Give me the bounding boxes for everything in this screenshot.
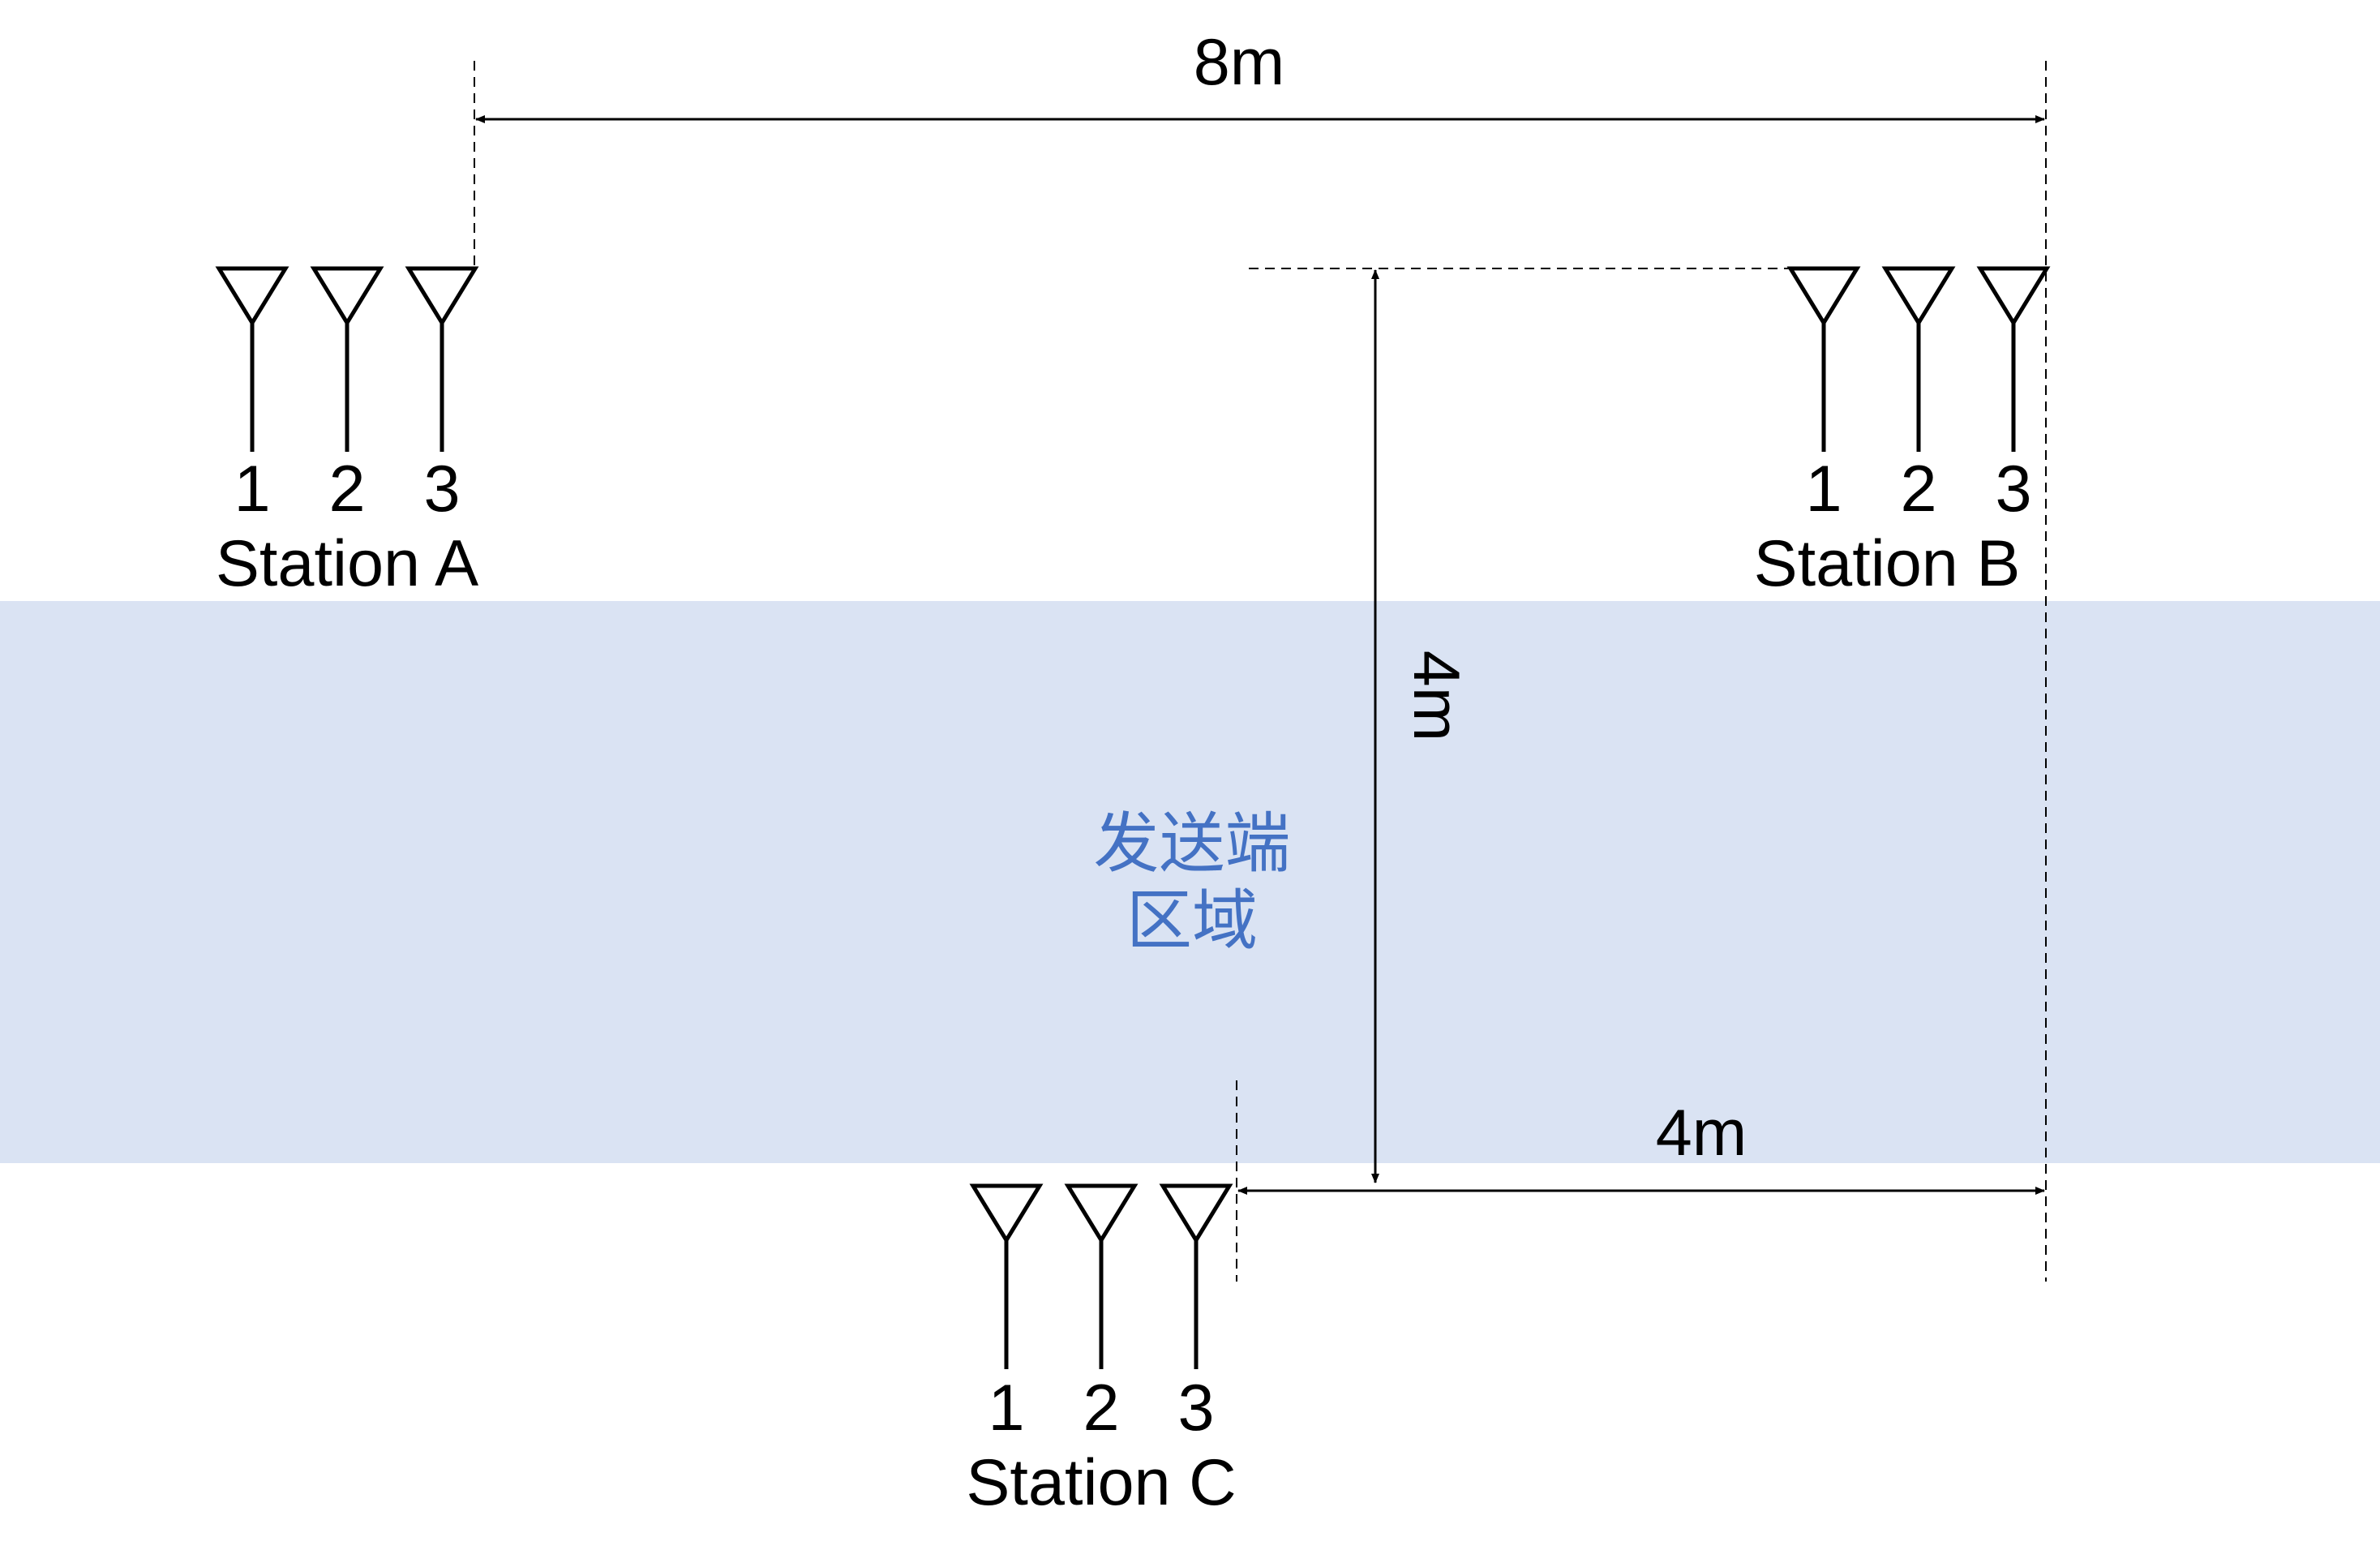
- transmitter-zone-label-line1: 发送端: [1093, 806, 1290, 882]
- antenna-icon: [1064, 1183, 1139, 1369]
- transmitter-zone: [0, 601, 2380, 1163]
- station-c: 1 2 3 Station C: [966, 1183, 1237, 1519]
- dimension-arrows: [475, 115, 2045, 1195]
- station-b: 1 2 3 Station B: [1754, 266, 2051, 600]
- vertical-span-label: 4m: [1400, 651, 1473, 742]
- antenna-icon: [310, 266, 384, 452]
- antenna-icon: [1881, 266, 1956, 452]
- extension-lines: [474, 61, 2047, 1282]
- station-c-label: Station C: [966, 1446, 1236, 1519]
- station-c-antenna-1-number: 1: [988, 1372, 1024, 1445]
- antenna-icon: [1159, 1183, 1233, 1369]
- station-c-antenna-2: 2: [1064, 1183, 1139, 1445]
- station-a-antenna-3: 3: [405, 266, 479, 526]
- antenna-icon: [1976, 266, 2051, 452]
- station-b-antenna-3-number: 3: [1995, 453, 2031, 526]
- station-b-antenna-2-number: 2: [1900, 453, 1936, 526]
- top-span-label: 8m: [1194, 26, 1285, 99]
- station-a-label: Station A: [216, 527, 478, 600]
- station-a-antenna-3-number: 3: [423, 453, 460, 526]
- station-b-antenna-1-number: 1: [1805, 453, 1842, 526]
- antenna-icon: [969, 1183, 1044, 1369]
- antenna-icon: [215, 266, 289, 452]
- station-a: 1 2 3 Station A: [215, 266, 479, 600]
- antenna-icon: [1786, 266, 1861, 452]
- station-b-label: Station B: [1754, 527, 2021, 600]
- antenna-icon: [405, 266, 479, 452]
- station-a-antenna-2-number: 2: [328, 453, 365, 526]
- bottom-span-label: 4m: [1656, 1097, 1747, 1170]
- station-a-antenna-2: 2: [310, 266, 384, 526]
- station-c-antenna-1: 1: [969, 1183, 1044, 1445]
- transmitter-zone-label-line2: 区域: [1126, 883, 1258, 960]
- station-c-antenna-3: 3: [1159, 1183, 1233, 1445]
- station-c-antenna-2-number: 2: [1083, 1372, 1119, 1445]
- station-b-antenna-3: 3: [1976, 266, 2051, 526]
- station-b-antenna-1: 1: [1786, 266, 1861, 526]
- station-a-antenna-1: 1: [215, 266, 289, 526]
- station-a-antenna-1-number: 1: [234, 453, 270, 526]
- station-c-antenna-3-number: 3: [1177, 1372, 1214, 1445]
- station-b-antenna-2: 2: [1881, 266, 1956, 526]
